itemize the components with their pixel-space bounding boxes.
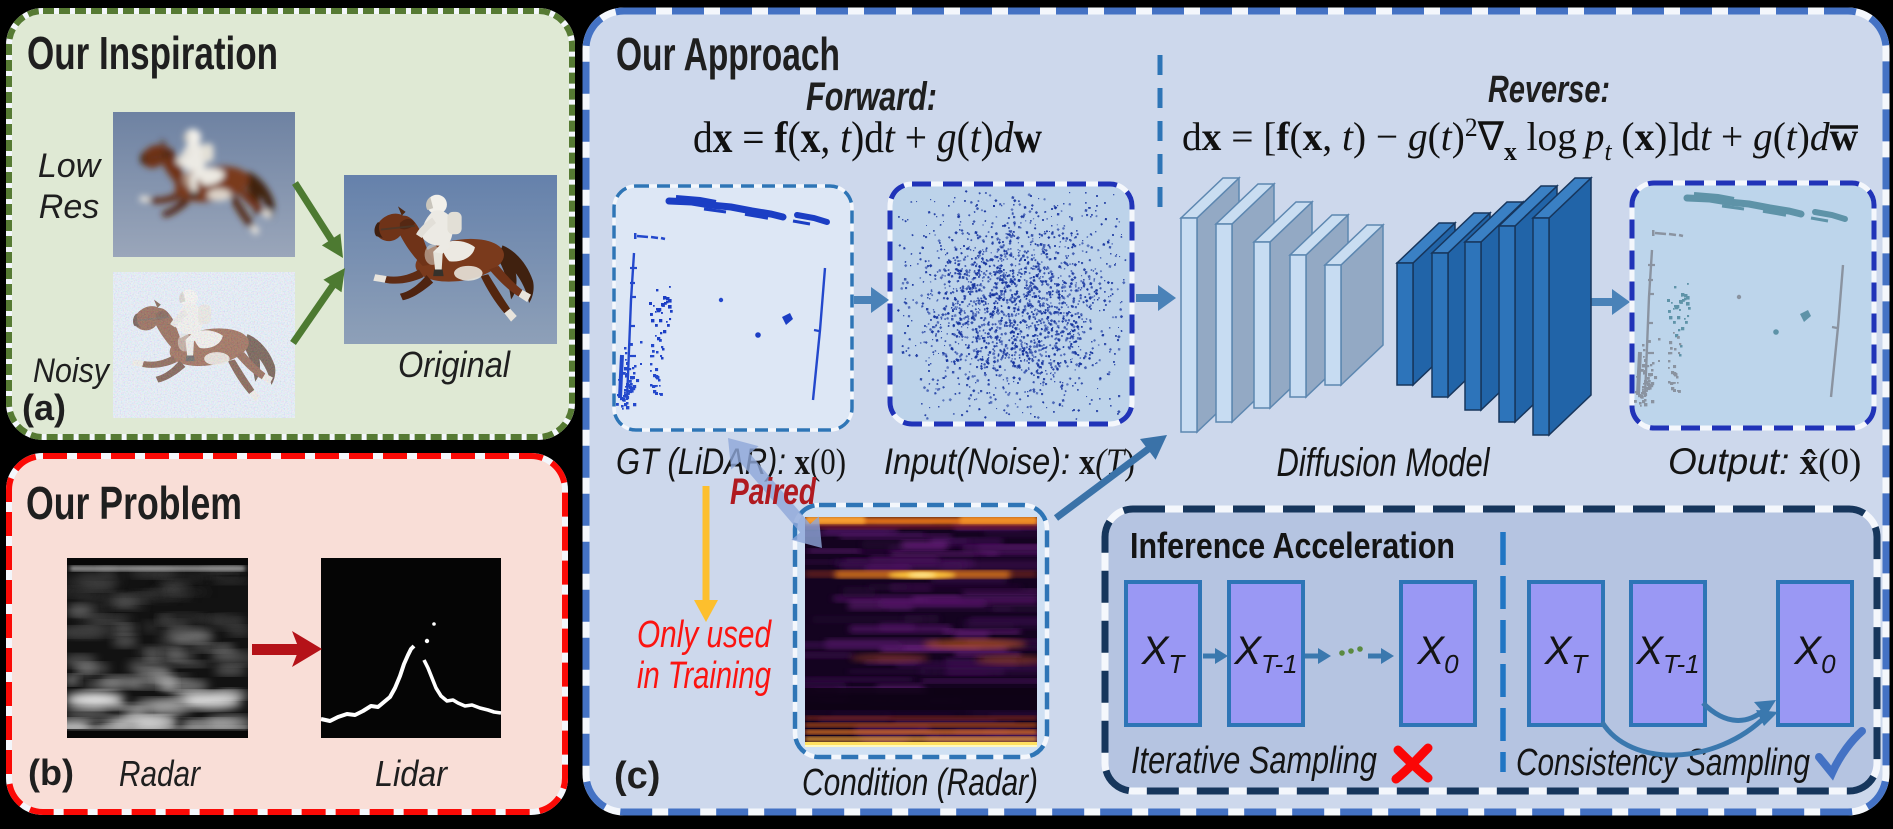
- svg-text:(c): (c): [614, 755, 660, 797]
- svg-text:in Training: in Training: [637, 655, 771, 697]
- svg-text:Noisy: Noisy: [33, 352, 111, 390]
- svg-text:Low: Low: [38, 147, 103, 185]
- svg-text:Original: Original: [398, 344, 511, 385]
- svg-text:Iterative Sampling: Iterative Sampling: [1131, 740, 1377, 782]
- svg-text:Our Problem: Our Problem: [26, 477, 242, 529]
- svg-text:X0: X0: [1793, 629, 1836, 679]
- svg-text:Res: Res: [39, 188, 99, 226]
- svg-text:Paired: Paired: [730, 471, 817, 512]
- svg-text:Consistency Sampling: Consistency Sampling: [1516, 742, 1810, 784]
- svg-text:Output: x̂(0): Output: x̂(0): [1668, 441, 1861, 483]
- svg-text:Lidar: Lidar: [375, 753, 449, 794]
- svg-text:Only used: Only used: [637, 614, 772, 656]
- svg-text:dx = f(x, t)dt + g(t)dw: dx = f(x, t)dt + g(t)dw: [693, 113, 1042, 162]
- svg-text:(b): (b): [28, 752, 74, 793]
- svg-text:XT-1: XT-1: [1635, 629, 1699, 679]
- svg-text:Our Inspiration: Our Inspiration: [27, 27, 278, 79]
- svg-text:Radar: Radar: [119, 753, 202, 794]
- svg-text:Inference Acceleration: Inference Acceleration: [1130, 525, 1455, 566]
- svg-text:Our Approach: Our Approach: [616, 28, 840, 80]
- svg-text:Input(Noise): x(T): Input(Noise): x(T): [884, 441, 1135, 483]
- svg-text:Reverse:: Reverse:: [1488, 69, 1610, 111]
- svg-text:(a): (a): [22, 387, 66, 428]
- svg-text:Forward:: Forward:: [806, 75, 937, 119]
- svg-text:dx = [f(x, t) − g(t)2∇x log pt: dx = [f(x, t) − g(t)2∇x log pt (x)]dt + …: [1182, 113, 1858, 166]
- svg-text:Diffusion Model: Diffusion Model: [1277, 441, 1491, 485]
- svg-text:XT: XT: [1544, 629, 1590, 679]
- svg-text:Condition (Radar): Condition (Radar): [802, 762, 1038, 804]
